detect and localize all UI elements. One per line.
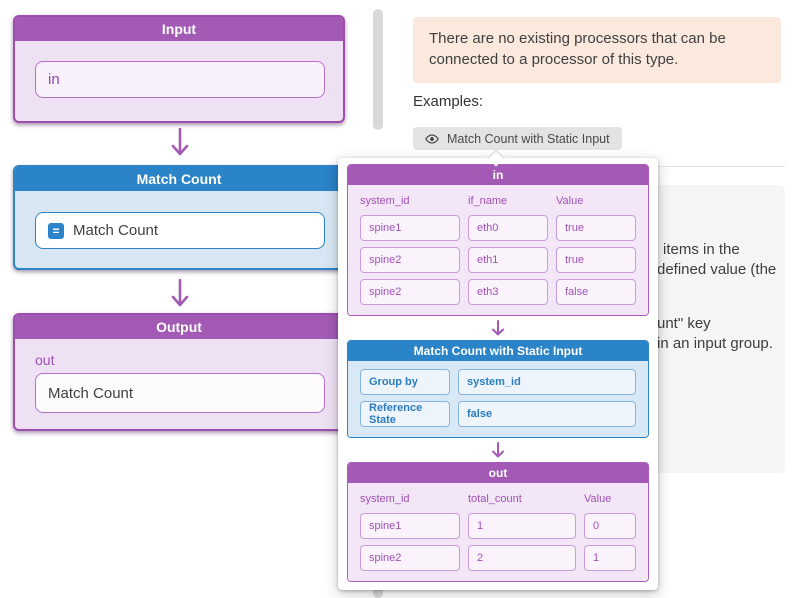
processor-box-header: Match Count with Static Input [348, 341, 648, 361]
cell-pill: eth0 [468, 215, 548, 241]
output-port-value: Match Count [48, 384, 134, 402]
input-node-header: Input [15, 17, 343, 41]
notice-text: There are no existing processors that ca… [429, 30, 726, 68]
output-node-header: Output [15, 315, 343, 339]
column-label: Value [556, 195, 584, 207]
no-processors-notice: There are no existing processors that ca… [413, 17, 781, 83]
cell-pill: true [556, 215, 636, 241]
property-name-pill: Reference State [360, 401, 450, 427]
property-value-pill: system_id [458, 369, 636, 395]
example-processor-box: Match Count with Static Input Group by s… [347, 340, 649, 438]
examples-heading: Examples: [413, 93, 484, 110]
input-port-value: in [48, 71, 60, 88]
match-count-node-header: Match Count [15, 167, 343, 191]
match-count-field[interactable]: = Match Count [35, 212, 325, 249]
flow-arrow-icon [347, 316, 649, 340]
description-fragment: unt" key [657, 315, 711, 332]
cell-pill: 1 [584, 545, 636, 571]
match-count-node: Match Count = Match Count [13, 165, 345, 270]
property-value-pill: false [458, 401, 636, 427]
example-out-table: out system_id total_count Value spine1 1… [347, 462, 649, 582]
flow-arrow-icon [171, 128, 189, 156]
description-fragment: defined value (the [657, 261, 777, 278]
column-label: Value [584, 493, 612, 505]
cell-pill: false [556, 279, 636, 305]
cell-pill: spine1 [360, 513, 460, 539]
in-table-title: in [492, 168, 504, 182]
input-node: Input in [13, 15, 345, 123]
eye-icon [425, 133, 439, 144]
output-port-field[interactable]: Match Count [35, 373, 325, 413]
processor-box-body: Group by system_id Reference State false [348, 361, 648, 437]
column-label: system_id [360, 195, 410, 207]
match-count-node-body: = Match Count [15, 191, 343, 268]
example-popover: in system_id if_name Value spine1 eth0 t… [338, 149, 658, 590]
cell-pill: 1 [468, 513, 576, 539]
equals-icon: = [48, 222, 64, 239]
in-table-body: system_id if_name Value spine1 eth0 true… [348, 185, 648, 315]
cell-pill: spine1 [360, 215, 460, 241]
cell-pill: eth1 [468, 247, 548, 273]
match-count-node-title: Match Count [136, 171, 222, 187]
input-port-field[interactable]: in [35, 61, 325, 98]
cell-pill: 0 [584, 513, 636, 539]
flow-arrow-icon [347, 438, 649, 462]
input-node-body: in [15, 41, 343, 120]
description-fragment: items in the [663, 241, 740, 258]
example-toggle-button[interactable]: Match Count with Static Input [413, 127, 622, 150]
input-node-title: Input [161, 21, 197, 37]
out-port-label: out [35, 352, 55, 368]
example-in-table: in system_id if_name Value spine1 eth0 t… [347, 164, 649, 316]
out-table-body: system_id total_count Value spine1 1 0 s… [348, 483, 648, 581]
cell-pill: true [556, 247, 636, 273]
column-label: total_count [468, 493, 522, 505]
output-node: Output out Match Count [13, 313, 345, 431]
column-label: if_name [468, 195, 508, 207]
property-name-pill: Group by [360, 369, 450, 395]
output-node-title: Output [156, 319, 202, 335]
cell-pill: spine2 [360, 545, 460, 571]
match-count-value: Match Count [73, 222, 159, 239]
out-table-title: out [488, 466, 508, 480]
cell-pill: eth3 [468, 279, 548, 305]
description-fragment: in an input group. [657, 335, 773, 352]
processor-box-title: Match Count with Static Input [413, 344, 583, 358]
cell-pill: 2 [468, 545, 576, 571]
scrollbar-thumb[interactable] [373, 9, 383, 130]
column-label: system_id [360, 493, 410, 505]
out-table-header: out [348, 463, 648, 483]
output-node-body: out Match Count [15, 339, 343, 429]
flow-arrow-icon [171, 279, 189, 307]
in-table-header: in [348, 165, 648, 185]
example-button-label: Match Count with Static Input [447, 131, 610, 146]
cell-pill: spine2 [360, 279, 460, 305]
cell-pill: spine2 [360, 247, 460, 273]
